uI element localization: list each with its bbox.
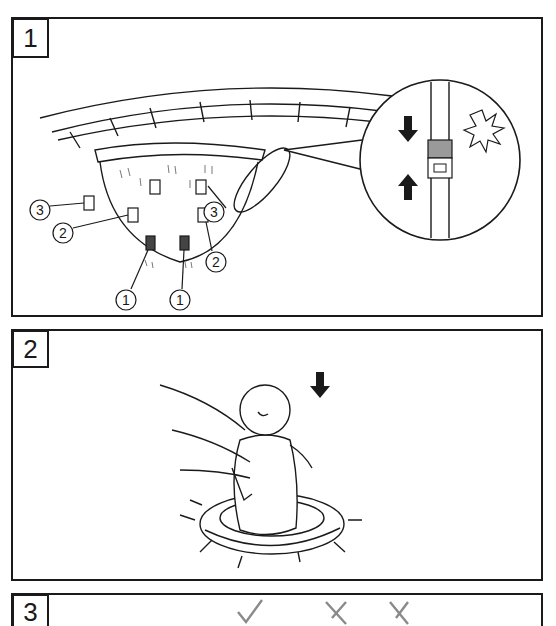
step-number: 3 xyxy=(23,599,37,625)
buckle-symbols xyxy=(84,180,208,250)
callout-number: 1 xyxy=(122,293,130,307)
baby-seat-illustration xyxy=(160,372,362,568)
callout-number: 2 xyxy=(59,226,67,240)
callout-circles xyxy=(30,186,226,310)
callout-number: 1 xyxy=(176,293,184,307)
panel-frame xyxy=(12,330,542,580)
callout-number: 3 xyxy=(36,203,44,217)
panel-frame xyxy=(12,594,542,626)
callout-number: 2 xyxy=(212,255,220,269)
callout-number: 3 xyxy=(210,205,218,219)
zoom-detail xyxy=(284,80,520,240)
step-number-box: 3 xyxy=(12,594,49,626)
check-cross-marks xyxy=(238,600,408,624)
panel-frame xyxy=(12,18,542,316)
fabric-shading xyxy=(120,165,212,268)
step-number-box: 1 xyxy=(12,18,49,58)
step-number: 1 xyxy=(23,25,37,51)
step-number-box: 2 xyxy=(12,330,49,368)
step-number: 2 xyxy=(23,336,37,362)
